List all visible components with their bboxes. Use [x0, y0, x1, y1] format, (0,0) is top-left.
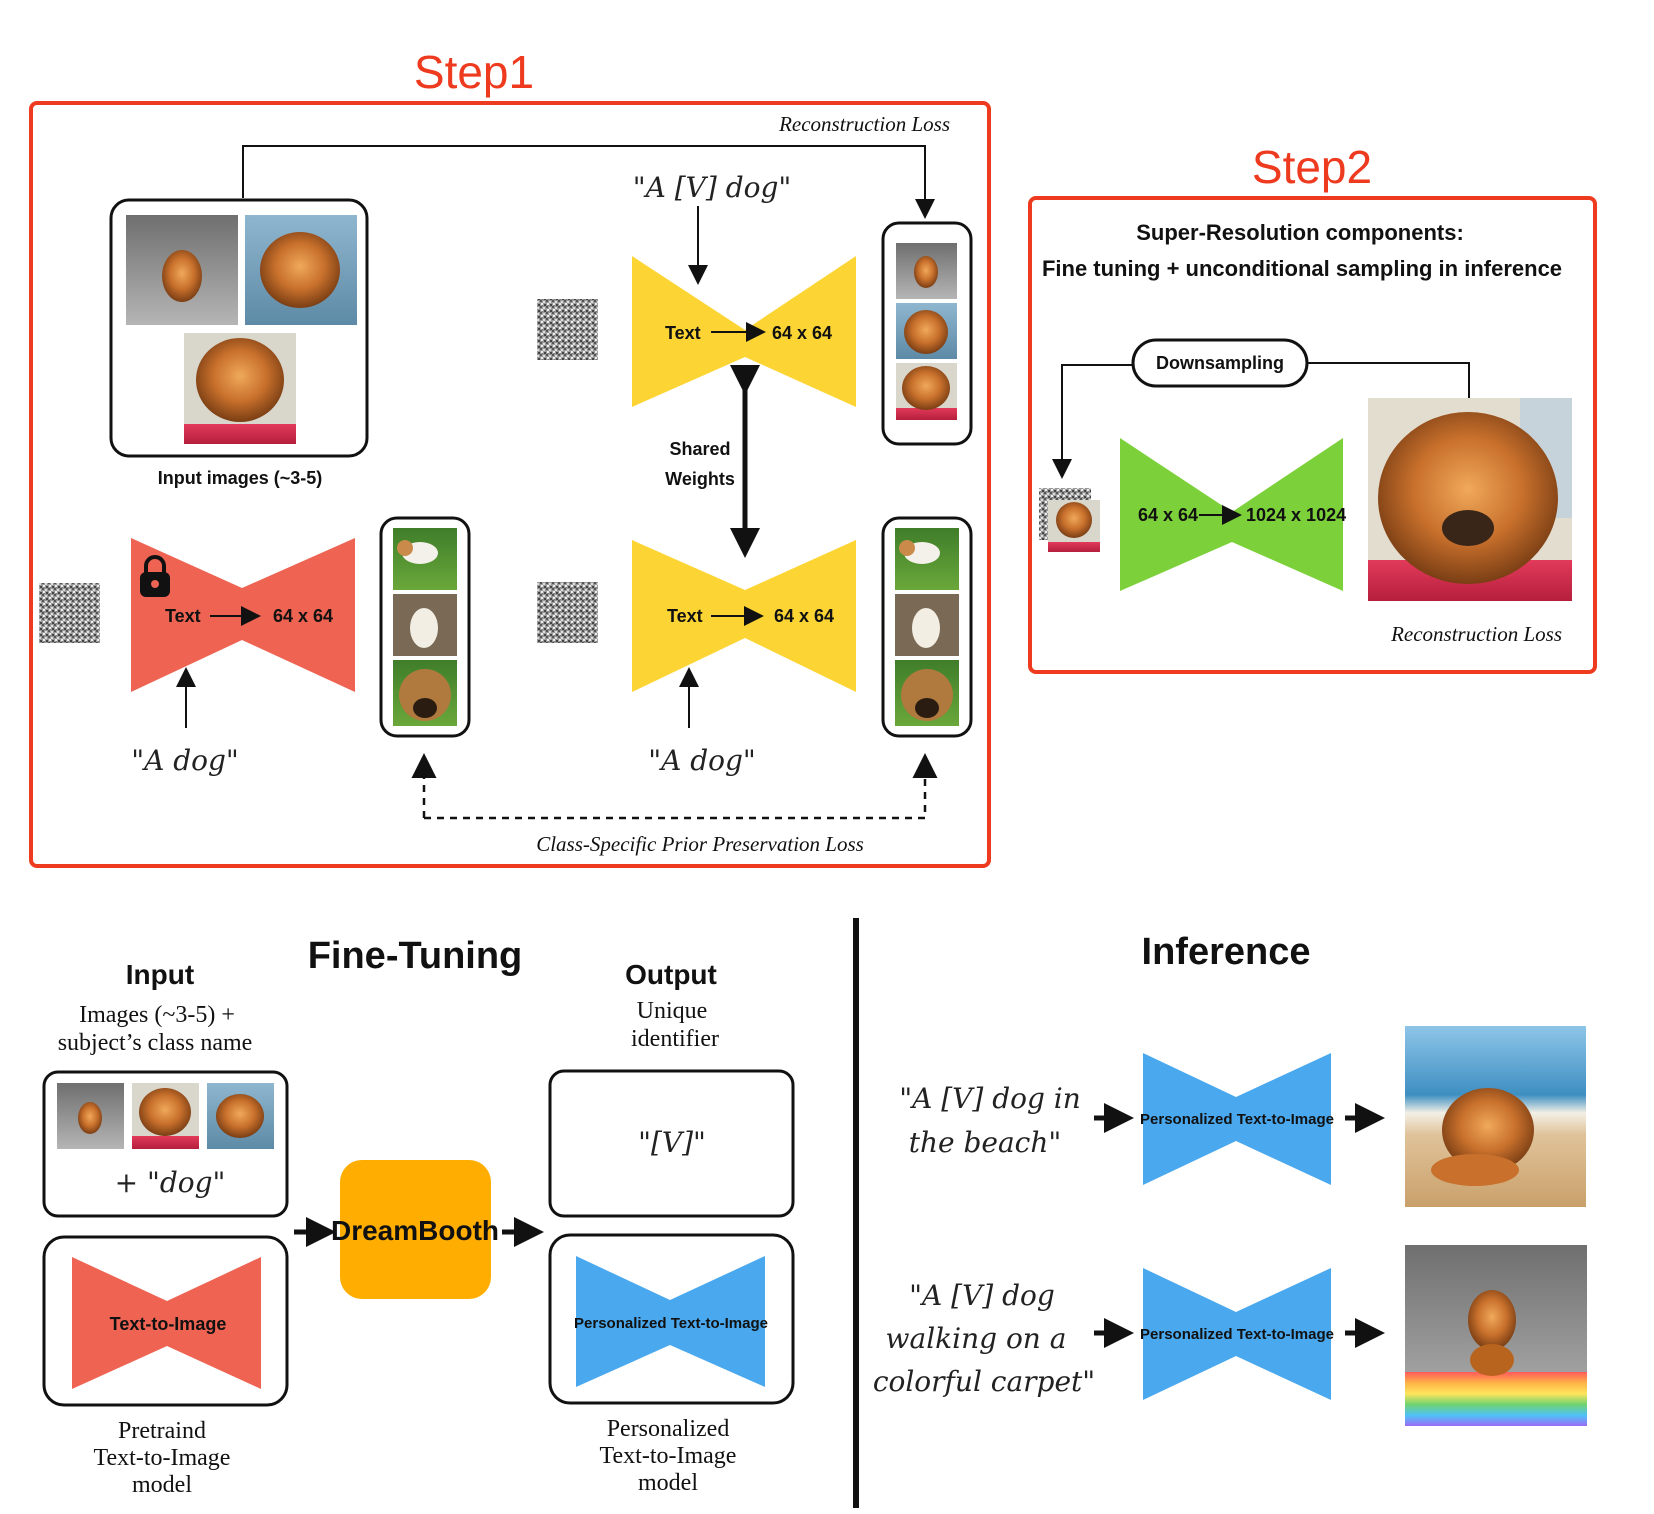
inference-model-2	[1143, 1268, 1331, 1400]
downsampling-line-right	[1307, 362, 1470, 398]
output-title: Output	[625, 959, 717, 990]
inference-output-beach	[1405, 1026, 1586, 1207]
noise-input-top	[537, 299, 598, 360]
high-res-output-image	[1368, 398, 1572, 601]
low-res-input-image	[1039, 488, 1100, 552]
inference-output-carpet	[1405, 1245, 1587, 1426]
finetune-input-image-1	[57, 1083, 124, 1149]
reconstruction-loss-connector	[242, 145, 935, 219]
identifier-label: "[V]"	[638, 1126, 706, 1159]
inference-prompt1-line2: the beach"	[909, 1126, 1062, 1159]
inference-prompt1-line1: "A [V] dog in	[899, 1082, 1081, 1115]
finetune-title: Fine-Tuning	[308, 935, 523, 977]
noise-input-left	[39, 583, 100, 643]
inference-prompt2-line3: colorful carpet"	[873, 1365, 1095, 1398]
personalized-caption-2: Text-to-Image	[600, 1443, 737, 1469]
personalized-model-box	[548, 1233, 795, 1405]
shared-weights-label-2: Weights	[665, 469, 735, 489]
inference-model-1-label: Personalized Text-to-Image	[1140, 1111, 1334, 1128]
step1-frame	[29, 101, 991, 868]
sr-model-out: 1024 x 1024	[1246, 505, 1346, 525]
step2-frame	[1028, 196, 1597, 674]
personalized-caption-1: Personalized	[607, 1416, 730, 1442]
class-images-box-left	[379, 516, 471, 738]
input-images-box	[109, 198, 369, 458]
personalized-model-shape	[576, 1256, 765, 1387]
input-image-red-blanket	[184, 333, 296, 444]
yellow-model-top-res: 64 x 64	[772, 323, 832, 343]
step2-reconstruction-loss: Reconstruction Loss	[1390, 622, 1562, 646]
identifier-box	[548, 1069, 795, 1218]
plus-dog-label: + "dog"	[115, 1166, 226, 1199]
step1-title: Step1	[414, 46, 534, 98]
personalized-model-label: Personalized Text-to-Image	[574, 1315, 768, 1332]
lock-icon	[140, 555, 170, 597]
yellow-model-top-text: Text	[665, 323, 701, 343]
inference-prompt2-line2: walking on a	[886, 1322, 1067, 1355]
inference-model-2-label: Personalized Text-to-Image	[1140, 1326, 1334, 1343]
noise-input-right	[537, 582, 598, 643]
inference-prompt2-line1: "A [V] dog	[909, 1279, 1055, 1312]
input-desc-2: subject’s class name	[58, 1030, 253, 1056]
step2-heading-2: Fine tuning + unconditional sampling in …	[1042, 256, 1562, 281]
finetune-input-image-2	[132, 1083, 199, 1149]
inference-model-1	[1143, 1053, 1331, 1185]
output-desc-1: Unique	[637, 998, 708, 1024]
prompt-dog-right: "A dog"	[648, 744, 756, 777]
downsampling-line-left	[1052, 364, 1133, 479]
output-images-box-top	[881, 221, 973, 446]
output-image-top-2	[896, 303, 957, 359]
dreambooth-box	[340, 1160, 491, 1299]
pretrained-model-shape	[72, 1257, 261, 1389]
step2-heading-1: Super-Resolution components:	[1136, 220, 1464, 245]
finetune-input-box	[42, 1070, 289, 1218]
pretrained-caption-1: Pretraind	[118, 1418, 206, 1444]
finetune-input-image-3	[207, 1083, 274, 1149]
input-image-car-window	[245, 215, 357, 325]
prior-loss-connector	[424, 753, 938, 820]
output-desc-2: identifier	[631, 1026, 719, 1052]
pretrained-caption-2: Text-to-Image	[94, 1445, 231, 1471]
input-desc-1: Images (~3-5) +	[79, 1002, 235, 1028]
pretrained-caption-3: model	[132, 1472, 192, 1498]
step1-reconstruction-loss: Reconstruction Loss	[778, 112, 950, 136]
prompt-v-dog: "A [V] dog"	[633, 171, 792, 204]
step2-title: Step2	[1252, 141, 1372, 193]
frozen-model-res: 64 x 64	[273, 606, 333, 626]
prompt-dog-left: "A dog"	[131, 744, 239, 777]
input-images-caption: Input images (~3-5)	[158, 468, 323, 488]
class-images-box-right	[881, 516, 973, 738]
output-image-top-1	[896, 243, 957, 299]
class-image-left-3	[393, 660, 457, 726]
yellow-model-bottom-res: 64 x 64	[774, 606, 834, 626]
class-image-right-2	[895, 594, 959, 656]
frozen-model-text: Text	[165, 606, 201, 626]
input-image-grey-road	[126, 215, 238, 325]
class-image-left-1	[393, 528, 457, 590]
input-title: Input	[126, 959, 194, 990]
sr-model-in: 64 x 64	[1138, 505, 1198, 525]
pretrained-model-label: Text-to-Image	[110, 1314, 227, 1334]
dreambooth-label: DreamBooth	[331, 1215, 499, 1246]
class-image-right-1	[895, 528, 959, 590]
yellow-model-bottom-text: Text	[667, 606, 703, 626]
output-image-top-3	[896, 363, 957, 420]
prior-preservation-loss: Class-Specific Prior Preservation Loss	[536, 832, 864, 856]
shared-weights-label-1: Shared	[669, 439, 730, 459]
pretrained-model-box	[42, 1235, 289, 1407]
inference-title: Inference	[1142, 931, 1311, 973]
class-image-right-3	[895, 660, 959, 726]
personalized-caption-3: model	[638, 1470, 698, 1496]
class-image-left-2	[393, 594, 457, 656]
downsampling-label: Downsampling	[1156, 353, 1284, 373]
